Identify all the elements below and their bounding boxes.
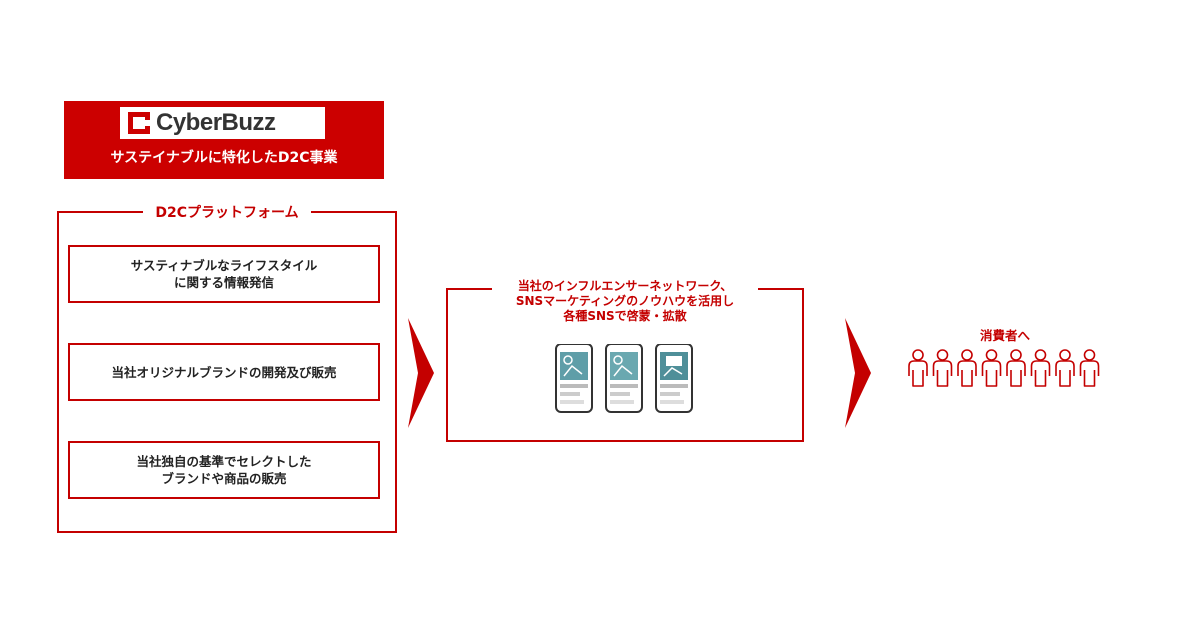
arrow-right-icon [408, 318, 434, 428]
sns-network-panel: 当社のインフルエンサーネットワーク、 SNSマーケティングのノウハウを活用し 各… [446, 279, 804, 442]
people-icon-group [908, 349, 1100, 387]
platform-title: D2Cプラットフォーム [143, 205, 311, 221]
person-icon [1006, 349, 1026, 387]
platform-item-label: サスティナブルなライフスタイル に関する情報発信 [130, 258, 318, 290]
arrow-right-icon [845, 318, 871, 428]
platform-item-original-brand: 当社オリジナルブランドの開発及び販売 [68, 343, 380, 401]
person-icon [1055, 349, 1075, 387]
platform-item-info: サスティナブルなライフスタイル に関する情報発信 [68, 245, 380, 303]
person-icon [1030, 349, 1051, 387]
d2c-platform-panel: D2Cプラットフォーム サスティナブルなライフスタイル に関する情報発信 当社オ… [57, 205, 397, 533]
smartphones-icon [555, 344, 693, 413]
person-icon [1079, 349, 1100, 387]
brand-header: CyberBuzz サステイナブルに特化したD2C事業 [64, 101, 384, 179]
platform-item-label: 当社オリジナルブランドの開発及び販売 [111, 364, 337, 380]
person-icon [981, 349, 1002, 387]
person-icon [957, 349, 977, 387]
header-subtitle: サステイナブルに特化したD2C事業 [110, 150, 338, 166]
person-icon [908, 349, 928, 387]
consumers-label: 消費者へ [979, 328, 1030, 343]
logo-text: CyberBuzz [156, 109, 276, 136]
network-description: 当社のインフルエンサーネットワーク、 SNSマーケティングのノウハウを活用し 各… [492, 279, 758, 324]
platform-item-select-sales: 当社独自の基準でセレクトした ブランドや商品の販売 [68, 441, 380, 499]
person-icon [932, 349, 953, 387]
cyberbuzz-logo: CyberBuzz [120, 107, 325, 139]
platform-title-wrap: D2Cプラットフォーム [59, 202, 395, 222]
logo-mark-icon [128, 112, 150, 134]
platform-item-label: 当社独自の基準でセレクトした ブランドや商品の販売 [136, 454, 312, 486]
